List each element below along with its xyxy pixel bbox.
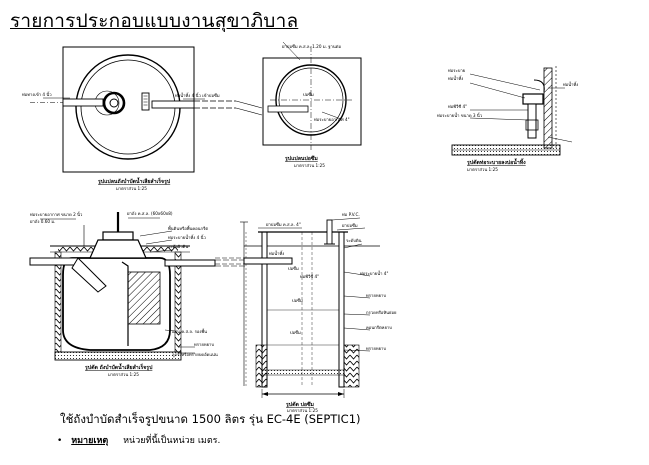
tank-vent-block (141, 92, 150, 111)
section-tank-label-top1: ท่อระบายอากาศ ขนาด 2 นิ้ว (30, 211, 83, 217)
detail-label-b: ท่อน้ำทิ้ง (448, 75, 463, 81)
section-pit-label-m2: บ่อซึม (292, 298, 303, 303)
tank-filter-media (127, 271, 161, 325)
section-pit-label-r3: ระดับดิน (346, 238, 362, 243)
section-pit-label-r2: ฝาบ่อซึม (342, 223, 358, 228)
note-text: หน่วยที่นี้เป็นหน่วย เมตร. (123, 436, 221, 446)
detail-caption: รูปตัดท่อระบายลงบ่อน้ำทิ้ง (467, 157, 526, 167)
tank-base-slab (54, 351, 182, 361)
section-pit-label-m1: บ่อซึม (288, 266, 299, 271)
plan-pit-label-center: บ่อซึม (303, 92, 314, 97)
detail-basin (522, 93, 544, 105)
plan-pit-label-top: ฝาบ่อซึม ค.ส.ล. 1.20 ม. ฐานต่อ (282, 44, 341, 49)
plan-tank-boundary (62, 46, 195, 173)
section-pit-label-r6: กรวดหรือหินย่อย (366, 310, 397, 315)
tank-manhole (102, 91, 126, 115)
section-inlet-pipe (29, 257, 79, 266)
section-tank-caption: รูปตัด ถังบำบัดน้ำเสียสำเร็จรูป (85, 362, 153, 372)
section-pit-label-top: ฝาบ่อซึม ค.ส.ล. 4" (266, 222, 301, 227)
section-connection-pipe (215, 257, 244, 265)
section-tank-label-r7: ลูกรังหรือทรายบดอัดแน่น (172, 352, 218, 358)
section-pit-label-r8: ทรายหยาบ (366, 346, 386, 351)
section-tank-label-r6: ทรายหยาบ (194, 342, 214, 347)
note-key: หมายเหตุ (71, 436, 109, 446)
detail-drain-pipe (527, 103, 537, 139)
section-tank-label-top2: ฝาถัง 0.60 ม. (30, 219, 55, 224)
section-pit-label-pvc: ท่อพีวีซี 4" (300, 274, 319, 279)
outlet-pipe (151, 100, 195, 109)
section-tank-label-r1: ฝาถัง ค.ส.ล. (60x60x8) (127, 211, 173, 216)
section-tank-label-r4: ระดับผิวดิน (168, 244, 188, 249)
detail-label-e: ท่อน้ำทิ้ง (563, 81, 578, 87)
plan-connection-pipe (194, 100, 263, 116)
pit-wall-right (338, 231, 345, 388)
section-pit-label-r4: ท่อระบายน้ำ 4" (360, 270, 388, 276)
section-tank-scale: มาตราส่วน 1:25 (108, 372, 139, 377)
section-pit-label-r5: ทรายหยาบ (366, 293, 386, 298)
section-pit-label-m3: บ่อซึม (290, 330, 301, 335)
plan-tank-caption: รูปแปลนถังบำบัดน้ำเสียสำเร็จรูป (98, 176, 171, 186)
plan-pit-caption: รูปแปลนบ่อซึม (285, 155, 319, 163)
spec-line: ใช้ถังบำบัดสำเร็จรูปขนาด 1500 ลิตร รุ่น … (60, 412, 361, 426)
detail-drain (451, 66, 573, 156)
detail-wall (543, 67, 553, 149)
section-tank-label-r3: ท่อระบายน้ำทิ้ง 4 นิ้ว (168, 234, 206, 240)
plan-tank-scale: มาตราส่วน 1:25 (116, 186, 147, 191)
pit-vent-pipe (326, 219, 333, 245)
inlet-pipe (62, 98, 104, 107)
section-tank (29, 212, 245, 361)
plan-pit-boundary (262, 57, 362, 146)
pit-inlet-pipe-section (243, 257, 293, 265)
plan-tank-label-inlet: ท่อทางเข้า 4 นิ้ว (22, 91, 52, 97)
plan-pit-label-side: ท่อระบายอากาศ 4" (314, 117, 350, 122)
detail-label-a: ท่อระบาย (448, 68, 466, 73)
detail-scale: มาตราส่วน 1:25 (467, 167, 498, 172)
plan-pit-scale: มาตราส่วน 1:25 (294, 163, 325, 168)
section-pit-label-r1: ท่อ P.V.C. (342, 212, 360, 217)
tank-lid (102, 231, 134, 241)
plan-pit (262, 41, 362, 150)
section-pit-scale: มาตราส่วน 1:25 (287, 408, 318, 413)
note-bullet: • (57, 436, 63, 446)
note-line: • หมายเหตุ หน่วยที่นี้เป็นหน่วย เมตร. (57, 433, 220, 447)
plan-tank-label-outlet: ท่อน้ำทิ้ง 4 นิ้ว เข้าบ่อซึม (175, 92, 220, 98)
tank-manhole-inner (109, 98, 119, 108)
section-pit-label-in: ท่อน้ำทิ้ง (269, 250, 284, 256)
tank-neck (89, 239, 147, 259)
sheet-title: รายการประกอบแบบงานสุขาภิบาล (10, 10, 299, 32)
detail-label-c: ท่อพีวีซี 4" (448, 104, 467, 109)
section-tank-label-r2: พื้นดินหรือพื้นคอนกรีต (168, 225, 209, 231)
section-tank-label-r5: แผ่น ค.ส.ล. รองพื้น (172, 328, 207, 334)
section-pit-caption: รูปตัด บ่อซึม (286, 401, 315, 409)
plan-tank (30, 46, 205, 173)
detail-label-d: ท่อระบายน้ำ ขนาด 3 นิ้ว (437, 112, 483, 118)
section-pit (240, 217, 380, 398)
section-pit-label-r7: คอนกรีตหยาบ (366, 325, 392, 330)
pit-inlet-pipe (267, 105, 309, 113)
